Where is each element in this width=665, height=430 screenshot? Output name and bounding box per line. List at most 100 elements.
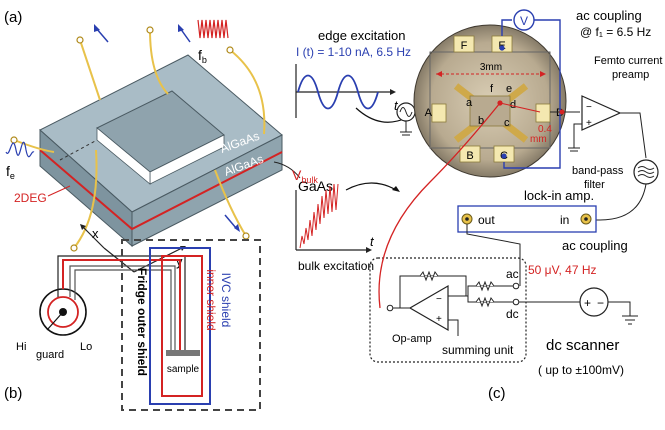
device-hole-inner-left <box>96 127 151 185</box>
resistor-dc-icon <box>475 296 495 308</box>
opamp-triangle <box>408 284 449 332</box>
guard-label: guard <box>36 349 64 361</box>
terminal <box>146 26 154 34</box>
current-arrowhead <box>234 224 240 232</box>
preamp-to-filter-lead <box>620 112 647 159</box>
terminal <box>242 232 250 240</box>
panel-c: (c) edge excitation I (t) = 1-10 nA, 6.5… <box>292 8 662 402</box>
panel-b: (b) Hi guard Lo Fridge outer shield IVC … <box>4 239 261 411</box>
dc-scanner-minus: − <box>597 296 604 310</box>
axis-x-line <box>81 225 105 249</box>
fb-burst-icon <box>197 19 229 39</box>
inner-c-label: c <box>504 117 510 129</box>
inner-shield-label: inner shield <box>204 269 218 330</box>
vbulk-label: Vbulk <box>292 167 318 185</box>
voltmeter-lead-top <box>501 19 512 36</box>
contact-A-label: A <box>425 107 433 119</box>
terminal <box>76 36 84 44</box>
fb-label: fb <box>198 47 207 65</box>
fe-wavelet-icon <box>5 141 35 158</box>
dc-scanner-plus: + <box>584 296 591 310</box>
opamp-minus: − <box>436 294 442 305</box>
node-dot <box>559 109 565 115</box>
summing-unit-label: summing unit <box>442 343 514 357</box>
ac-freq-label: @ f₁ = 6.5 Hz <box>580 25 651 39</box>
wire-left <box>13 139 55 153</box>
twodeg-line <box>39 149 283 231</box>
dc-port-terminal <box>512 298 520 306</box>
edge-t-label: t <box>394 98 399 113</box>
resistor-feedback-icon <box>419 270 439 282</box>
ac-port-label: ac <box>506 267 519 281</box>
hidden-edge <box>59 139 98 161</box>
fridge-outer-shield-label: Fridge outer shield <box>135 268 149 376</box>
gaas-arrow <box>273 161 301 179</box>
edge-axis-arrowhead <box>390 89 396 95</box>
contact-F-label: F <box>461 40 468 52</box>
contact-D <box>535 103 551 123</box>
opamp-plus: + <box>436 314 442 325</box>
resistor-ac-icon <box>475 280 495 292</box>
terminal <box>226 46 234 54</box>
dc-port-label: dc <box>506 307 519 321</box>
ac-source-sine <box>399 107 413 117</box>
current-arrow <box>224 214 237 229</box>
bulk-ramp-wave <box>299 183 339 249</box>
twodeg-label: 2DEG <box>14 191 47 205</box>
dim-arrowhead <box>436 71 442 77</box>
hi-label: Hi <box>16 341 26 353</box>
opamp-label: Op-amp <box>392 333 432 345</box>
twodeg-pointer <box>47 185 71 197</box>
bulk-to-chip-arrow <box>345 182 397 191</box>
panel-b-label: (b) <box>4 385 22 402</box>
inner-f-label: f <box>490 83 494 95</box>
inner-shield <box>161 255 203 397</box>
dim-mm-label: mm <box>530 134 547 145</box>
ivc-shield-label: IVC shield <box>219 273 233 328</box>
axis-x-arrowhead <box>80 224 86 230</box>
contact-B <box>459 145 481 163</box>
voltmeter-lead-bottom <box>503 19 561 169</box>
sample-stage <box>166 350 200 356</box>
contact-A <box>431 103 447 123</box>
ac-port-terminal <box>512 282 520 290</box>
bandpass-label-2: filter <box>584 179 605 191</box>
wire-bottom-left <box>73 149 98 249</box>
edge-excitation-title: edge excitation <box>318 28 405 43</box>
bandpass-label-1: band-pass <box>572 165 624 177</box>
bulk-axis-arrowhead <box>366 247 372 253</box>
bulk-to-chip-arrowhead <box>392 186 400 192</box>
edge-sine-wave <box>297 74 379 110</box>
dc-scanner-ground-lead <box>608 301 631 316</box>
ac-input-lead <box>448 285 516 297</box>
ivc-shield <box>149 247 211 405</box>
dim-arrowhead <box>540 71 546 77</box>
fridge-outer-shield <box>121 239 261 411</box>
femto-label-2: preamp <box>612 69 649 81</box>
current-arrowhead <box>94 24 100 32</box>
sample-label: sample <box>167 364 200 375</box>
femto-minus: − <box>586 102 592 113</box>
wire-top-right <box>229 49 266 135</box>
panel-a-label: (a) <box>4 9 22 26</box>
ac-coupling-bottom-label: ac coupling <box>562 238 628 253</box>
contact-dot-C <box>501 153 507 159</box>
cable-gray-2 <box>74 269 172 350</box>
filter-to-lockin-lead <box>596 183 647 221</box>
fe-label: fe <box>6 163 15 181</box>
lo-label: Lo <box>80 341 92 353</box>
femto-label-1: Femto current <box>594 55 662 67</box>
voltmeter-label: V <box>520 14 528 28</box>
summing-unit-box <box>369 257 527 363</box>
femto-plus: + <box>586 118 592 129</box>
dim-04-label: 0.4 <box>538 124 552 135</box>
terminal <box>70 244 78 252</box>
axis-x-label: x <box>92 226 99 241</box>
panel-c-label: (c) <box>488 385 506 402</box>
femto-preamp-triangle <box>581 95 622 131</box>
preamp-ground-lead <box>573 123 582 148</box>
lockin-out-label: out <box>478 213 495 227</box>
bulk-t-label: t <box>370 234 375 249</box>
contact-B-label: B <box>466 150 473 162</box>
